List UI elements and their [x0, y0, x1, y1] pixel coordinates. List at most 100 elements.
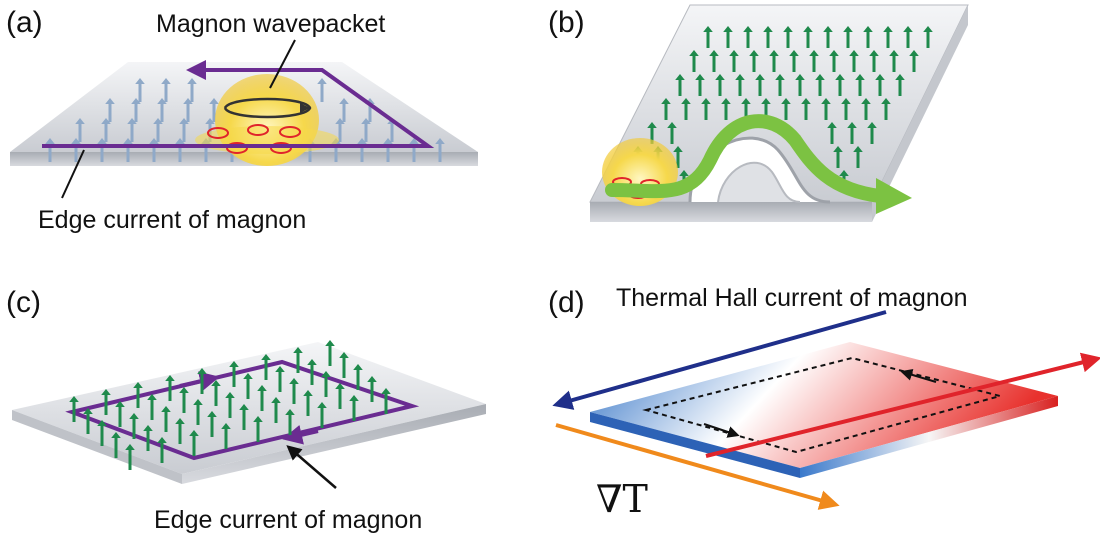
spin-arrow-icon [161, 78, 171, 102]
precession-rings-a [207, 124, 301, 154]
spin-arrow-icon [381, 388, 391, 414]
spin-arrow-icon [69, 396, 79, 422]
wavepacket-pointer [269, 39, 296, 89]
spin-arrow-icon [135, 78, 145, 102]
slab-b-right [872, 5, 968, 222]
spin-arrow-icon [165, 375, 175, 401]
spin-arrow-icon [285, 409, 295, 435]
spin-arrow-icon [131, 98, 141, 122]
spin-arrow-icon [307, 359, 317, 385]
spin-arrow-icon [317, 78, 327, 102]
spin-arrow-icon [833, 146, 843, 168]
spin-arrow-icon [367, 376, 377, 402]
edge-current-arrow-icon [282, 425, 319, 445]
spin-arrow-icon [895, 74, 905, 96]
spin-arrow-icon [735, 74, 745, 96]
panel-d: (d) Thermal Hall current of magnon ∇T [548, 284, 1100, 521]
spin-arrow-icon [157, 98, 167, 122]
spin-arrow-icon [179, 118, 189, 142]
spin-arrow-icon [863, 26, 873, 48]
spin-arrow-icon [843, 26, 853, 48]
spin-arrow-icon [325, 340, 335, 366]
spin-arrow-icon [211, 380, 221, 406]
spin-arrow-icon [729, 50, 739, 72]
thermal-loop-arrow-icon [703, 423, 740, 438]
spin-arrow-icon [867, 122, 877, 144]
spin-arrow-icon [261, 354, 271, 380]
spin-arrow-icon [105, 98, 115, 122]
spin-arrow-icon [75, 118, 85, 142]
spin-arrow-icon [823, 26, 833, 48]
spin-arrow-icon [689, 50, 699, 72]
magnon-flow-arrowhead-icon [876, 178, 912, 214]
spin-arrow-icon [101, 118, 111, 142]
slab-c-left-side [12, 410, 182, 484]
spin-arrow-icon [143, 425, 153, 451]
spin-arrow-icon [775, 74, 785, 96]
spin-arrow-icon [763, 26, 773, 48]
spin-arrow-icon [147, 394, 157, 420]
slab-b-front [590, 202, 872, 222]
spin-arrow-icon [695, 74, 705, 96]
wavepacket-label: Magnon wavepacket [156, 10, 385, 38]
edge-label-c: Edge current of magnon [154, 506, 422, 534]
spin-arrow-icon [317, 402, 327, 428]
spin-arrow-icon [101, 389, 111, 415]
spin-arrow-icon [881, 98, 891, 120]
spin-arrow-icon [883, 26, 893, 48]
spin-arrow-icon [153, 118, 163, 142]
panel-b-label: (b) [548, 6, 585, 39]
spin-arrow-icon [253, 416, 263, 442]
spin-arrow-icon [303, 390, 313, 416]
spin-arrow-icon [783, 26, 793, 48]
spin-arrow-icon [801, 98, 811, 120]
spin-arrow-icon [853, 146, 863, 168]
spin-arrow-icon [749, 50, 759, 72]
spin-arrow-icon [125, 444, 135, 470]
spin-arrow-icon [789, 50, 799, 72]
spin-arrow-icon [193, 399, 203, 425]
spin-arrow-icon [339, 98, 349, 122]
spin-arrow-icon [855, 74, 865, 96]
spin-arrow-icon [275, 366, 285, 392]
spin-arrow-icon [221, 423, 231, 449]
spin-arrow-icon [923, 26, 933, 48]
slab-c-top [12, 342, 486, 474]
spin-arrow-icon [667, 122, 677, 144]
spin-arrow-icon [681, 98, 691, 120]
spin-arrow-icon [661, 98, 671, 120]
spin-arrow-icon [349, 395, 359, 421]
thermal-loop-arrow-icon [900, 368, 937, 383]
spin-arrow-icon [133, 382, 143, 408]
edge-pointer-a [61, 149, 85, 199]
spin-arrow-icon [97, 420, 107, 446]
spin-arrow-icon [835, 74, 845, 96]
panel-c-label: (c) [6, 286, 41, 319]
spin-arrow-icon [435, 138, 445, 162]
thermal-slab-side [800, 396, 1058, 478]
slab-b-bump-inner [717, 161, 801, 203]
panel-d-label: (d) [548, 286, 585, 319]
spin-arrow-icon [339, 352, 349, 378]
spin-arrow-icon [703, 26, 713, 48]
spin-array-c [69, 340, 391, 470]
magnon-flow-arrow-icon [605, 114, 887, 203]
spin-arrow-icon [129, 413, 139, 439]
spin-arrow-icon [361, 118, 371, 142]
spin-arrow-icon [875, 74, 885, 96]
spin-arrow-icon [809, 50, 819, 72]
spin-arrow-icon [869, 50, 879, 72]
spin-arrow-icon [795, 74, 805, 96]
panel-c: (c) Edge current of magnon [6, 286, 486, 534]
spin-arrow-icon [335, 118, 345, 142]
spin-arrow-icon [187, 78, 197, 102]
thermal-slab-top [590, 342, 1058, 468]
spin-arrow-icon [755, 74, 765, 96]
temperature-gradient-arrow-icon [555, 423, 840, 510]
spin-arrow-icon [841, 98, 851, 120]
spin-arrow-icon [321, 371, 331, 397]
spin-arrow-icon [183, 98, 193, 122]
slab-c-right-side [182, 404, 486, 484]
spin-arrow-icon [111, 432, 121, 458]
